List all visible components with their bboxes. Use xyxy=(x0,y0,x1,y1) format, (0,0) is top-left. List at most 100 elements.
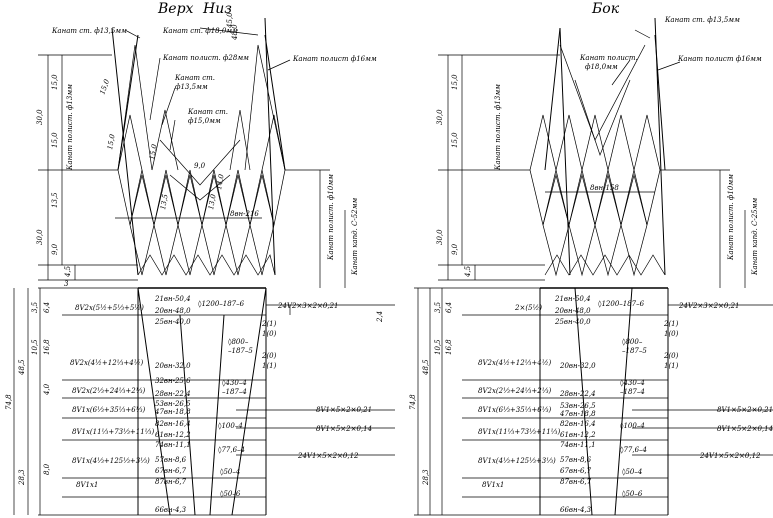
seg-90: 9,0 xyxy=(194,162,206,170)
rope-poly-10: Канат полист. ф10мм xyxy=(327,174,335,261)
dim-64: 6,4 xyxy=(43,302,51,313)
r21b-left: 1(0) xyxy=(262,330,277,338)
r20b-right: 1(1) xyxy=(664,362,679,370)
row6-formula-r: 8V1х1 xyxy=(482,481,504,489)
dim-15b: 15,0 xyxy=(51,132,59,148)
rope-poly-16-r: Канат полист ф16мм xyxy=(677,55,762,63)
seg-150a: 15,0 xyxy=(98,78,111,96)
c504-right: ◊50–4 xyxy=(622,468,642,476)
side-f2: 2×(5½) xyxy=(514,304,542,312)
rope-steel-135-b2: ф13,5мм xyxy=(175,83,208,91)
row5-mesh-r: 57вн-8,6 xyxy=(560,456,592,464)
dim-485: 48,5 xyxy=(18,359,26,376)
c430b-right: –187–4 xyxy=(620,388,645,396)
left-drawing xyxy=(13,17,395,516)
seg-v158: 8вн-158 xyxy=(590,184,619,192)
row0-mesh3-r: 25вн-40,0 xyxy=(554,318,591,326)
seg-135: 13,5 xyxy=(159,193,170,210)
c504-left: ◊50–4 xyxy=(220,468,240,476)
c430b-left: –187–4 xyxy=(222,388,247,396)
dim-748-r: 74,8 xyxy=(409,394,417,410)
row4-mesh3: 74вн-11,1 xyxy=(155,441,191,449)
row5-mesh: 57вн-8,6 xyxy=(155,456,187,464)
dim-3: 3 xyxy=(64,280,69,288)
r21-right: 2(1) xyxy=(663,320,679,328)
seg-480: 48,0 xyxy=(231,24,239,41)
dim-64-r: 6,4 xyxy=(445,302,453,313)
row3-formula: 8V1х(6⅓+35⅓+6⅓) xyxy=(72,406,146,414)
rope-steel-150: Канат ст. xyxy=(187,108,228,116)
dim-168: 16,8 xyxy=(43,339,51,355)
row5-mesh2: 67вн-6,7 xyxy=(155,467,187,475)
c800b-left: –187–5 xyxy=(228,347,253,355)
c430-left: ◊430–4 xyxy=(222,379,247,387)
dim-40: 4,0 xyxy=(43,383,51,396)
rope-steel-135: Канат ст. ф13,5мм xyxy=(51,27,127,35)
r21-left: 2(1) xyxy=(261,320,277,328)
c800b-right: –187–5 xyxy=(622,347,647,355)
seg-150b: 15,0 xyxy=(106,133,117,150)
row4-mesh: 82вн-16,4 xyxy=(155,420,191,428)
r20-left: 2(0) xyxy=(261,352,277,360)
rope-poly-10-r: Канат полист. ф10мм xyxy=(727,174,735,261)
row0-mesh: 21вн-50,4 xyxy=(154,295,191,303)
c1004-right: ◊100–4 xyxy=(620,422,645,430)
dim-30b: 30,0 xyxy=(36,229,44,245)
rope-poly-r: Канат полист. xyxy=(579,54,638,62)
row0-formula: 8V2х(5½+5⅓+5½) xyxy=(75,304,144,312)
left-rope-leaders xyxy=(124,27,291,151)
rope24a-right: 24V2×3×2×0,21 xyxy=(678,302,740,310)
row0-mesh2-r: 20вн-48,0 xyxy=(554,307,591,315)
c800-right: ◊800– xyxy=(622,338,643,346)
dim-90-r: 9,0 xyxy=(451,243,459,255)
right-rows xyxy=(414,287,668,516)
c774-right: ◊77,6–4 xyxy=(620,446,647,454)
rope24b-left: 24V1×5×2×0,12 xyxy=(297,452,359,460)
row6-mesh2-r: 66вн-4,3 xyxy=(560,506,592,514)
c506-left: ◊50–6 xyxy=(220,490,241,498)
row5-formula: 8V1х(4⅓+125⅓+3⅓) xyxy=(72,457,150,465)
rope-poly-13-r: Канат полист. ф13мм xyxy=(494,84,502,171)
rope-steel-135-r: Канат ст. ф13,5мм xyxy=(664,16,740,24)
row4-formula-r: 8V1х(11⅓+73⅓+11⅓) xyxy=(478,428,560,436)
row3-mesh2-r: 47вн-18,8 xyxy=(559,410,596,418)
dim-135: 13,5 xyxy=(51,192,59,208)
row3-formula-r: 8V1х(6⅓+35⅓+6⅓) xyxy=(478,406,552,414)
row4-formula: 8V1х(11⅓+73⅓+11⅓) xyxy=(72,428,154,436)
title-verh: Верх xyxy=(157,1,194,17)
row1-mesh-r: 20вн-32,0 xyxy=(559,362,596,370)
row0-mesh3: 25вн-40,0 xyxy=(154,318,191,326)
row2-mesh: 32вн-25,6 xyxy=(155,377,191,385)
rope24a-left: 24V2×3×2×0,21 xyxy=(277,302,339,310)
dim-35-r: 3,5 xyxy=(434,301,442,313)
dim-35: 3,5 xyxy=(31,301,39,313)
rope24b-right: 24V1×5×2×0,12 xyxy=(699,452,761,460)
r20-right: 2(0) xyxy=(663,352,679,360)
dim-45: 4,5 xyxy=(64,265,72,278)
c800-left: ◊800– xyxy=(228,338,249,346)
row2-mesh-r: 28вн-22,4 xyxy=(559,390,596,398)
rope-steel-135-b: Канат ст. xyxy=(174,74,215,82)
row4-mesh2: 61вн-12,2 xyxy=(155,431,191,439)
dim-90: 9,0 xyxy=(51,243,59,255)
row6-mesh: 87вн-6,7 xyxy=(155,478,187,486)
rope-steel-150-b: ф15,0мм xyxy=(188,117,221,125)
row2-mesh2: 28вн-22,4 xyxy=(154,390,191,398)
rope-poly-r2: ф18,0мм xyxy=(585,63,618,71)
row0-mesh-r: 21вн-50,4 xyxy=(554,295,591,303)
dim-15a: 15,0 xyxy=(51,74,59,90)
r20b-left: 1(1) xyxy=(262,362,277,370)
right-mesh xyxy=(529,44,666,277)
dim-748: 74,8 xyxy=(5,394,13,410)
seg-v216: 8вн-216 xyxy=(230,210,259,218)
rope8a-right: 8V1×5×2×0,21 xyxy=(717,406,773,414)
rope8b-left: 8V1×5×2×0,14 xyxy=(316,425,372,433)
dim-485-r: 48,5 xyxy=(422,359,430,376)
dim-15b-r: 15,0 xyxy=(451,132,459,148)
c1200-left: ◊1200–187–6 xyxy=(198,300,245,308)
dim-283-r: 28,3 xyxy=(422,469,430,486)
row5-formula-r: 8V1х(4⅓+125⅓+3⅓) xyxy=(478,457,556,465)
dim-105-r: 10,5 xyxy=(434,339,442,355)
dim-168-r: 16,8 xyxy=(445,339,453,355)
c430-right: ◊430–4 xyxy=(620,379,645,387)
